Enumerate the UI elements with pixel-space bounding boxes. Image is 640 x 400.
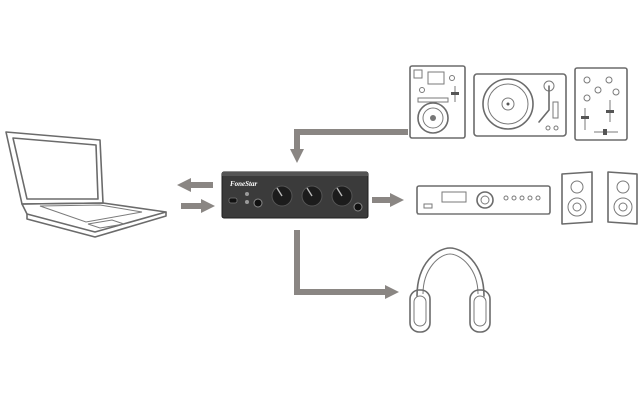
device-brand-label: FoneStar <box>230 180 258 188</box>
dj-mixer-icon <box>574 67 628 141</box>
amplifier-icon <box>416 185 551 215</box>
turntable-icon <box>473 73 567 137</box>
laptop-bidirectional-arrows <box>177 178 215 213</box>
speakers-icon <box>561 171 638 225</box>
input-arrow <box>290 129 408 163</box>
laptop-icon <box>5 131 167 238</box>
usb-audio-interface-icon: FoneStar <box>221 171 369 219</box>
output-arrow-amplifier <box>372 193 404 207</box>
output-arrow-headphones <box>294 230 399 299</box>
headphones-icon <box>409 247 491 333</box>
cd-player-icon <box>409 65 466 139</box>
